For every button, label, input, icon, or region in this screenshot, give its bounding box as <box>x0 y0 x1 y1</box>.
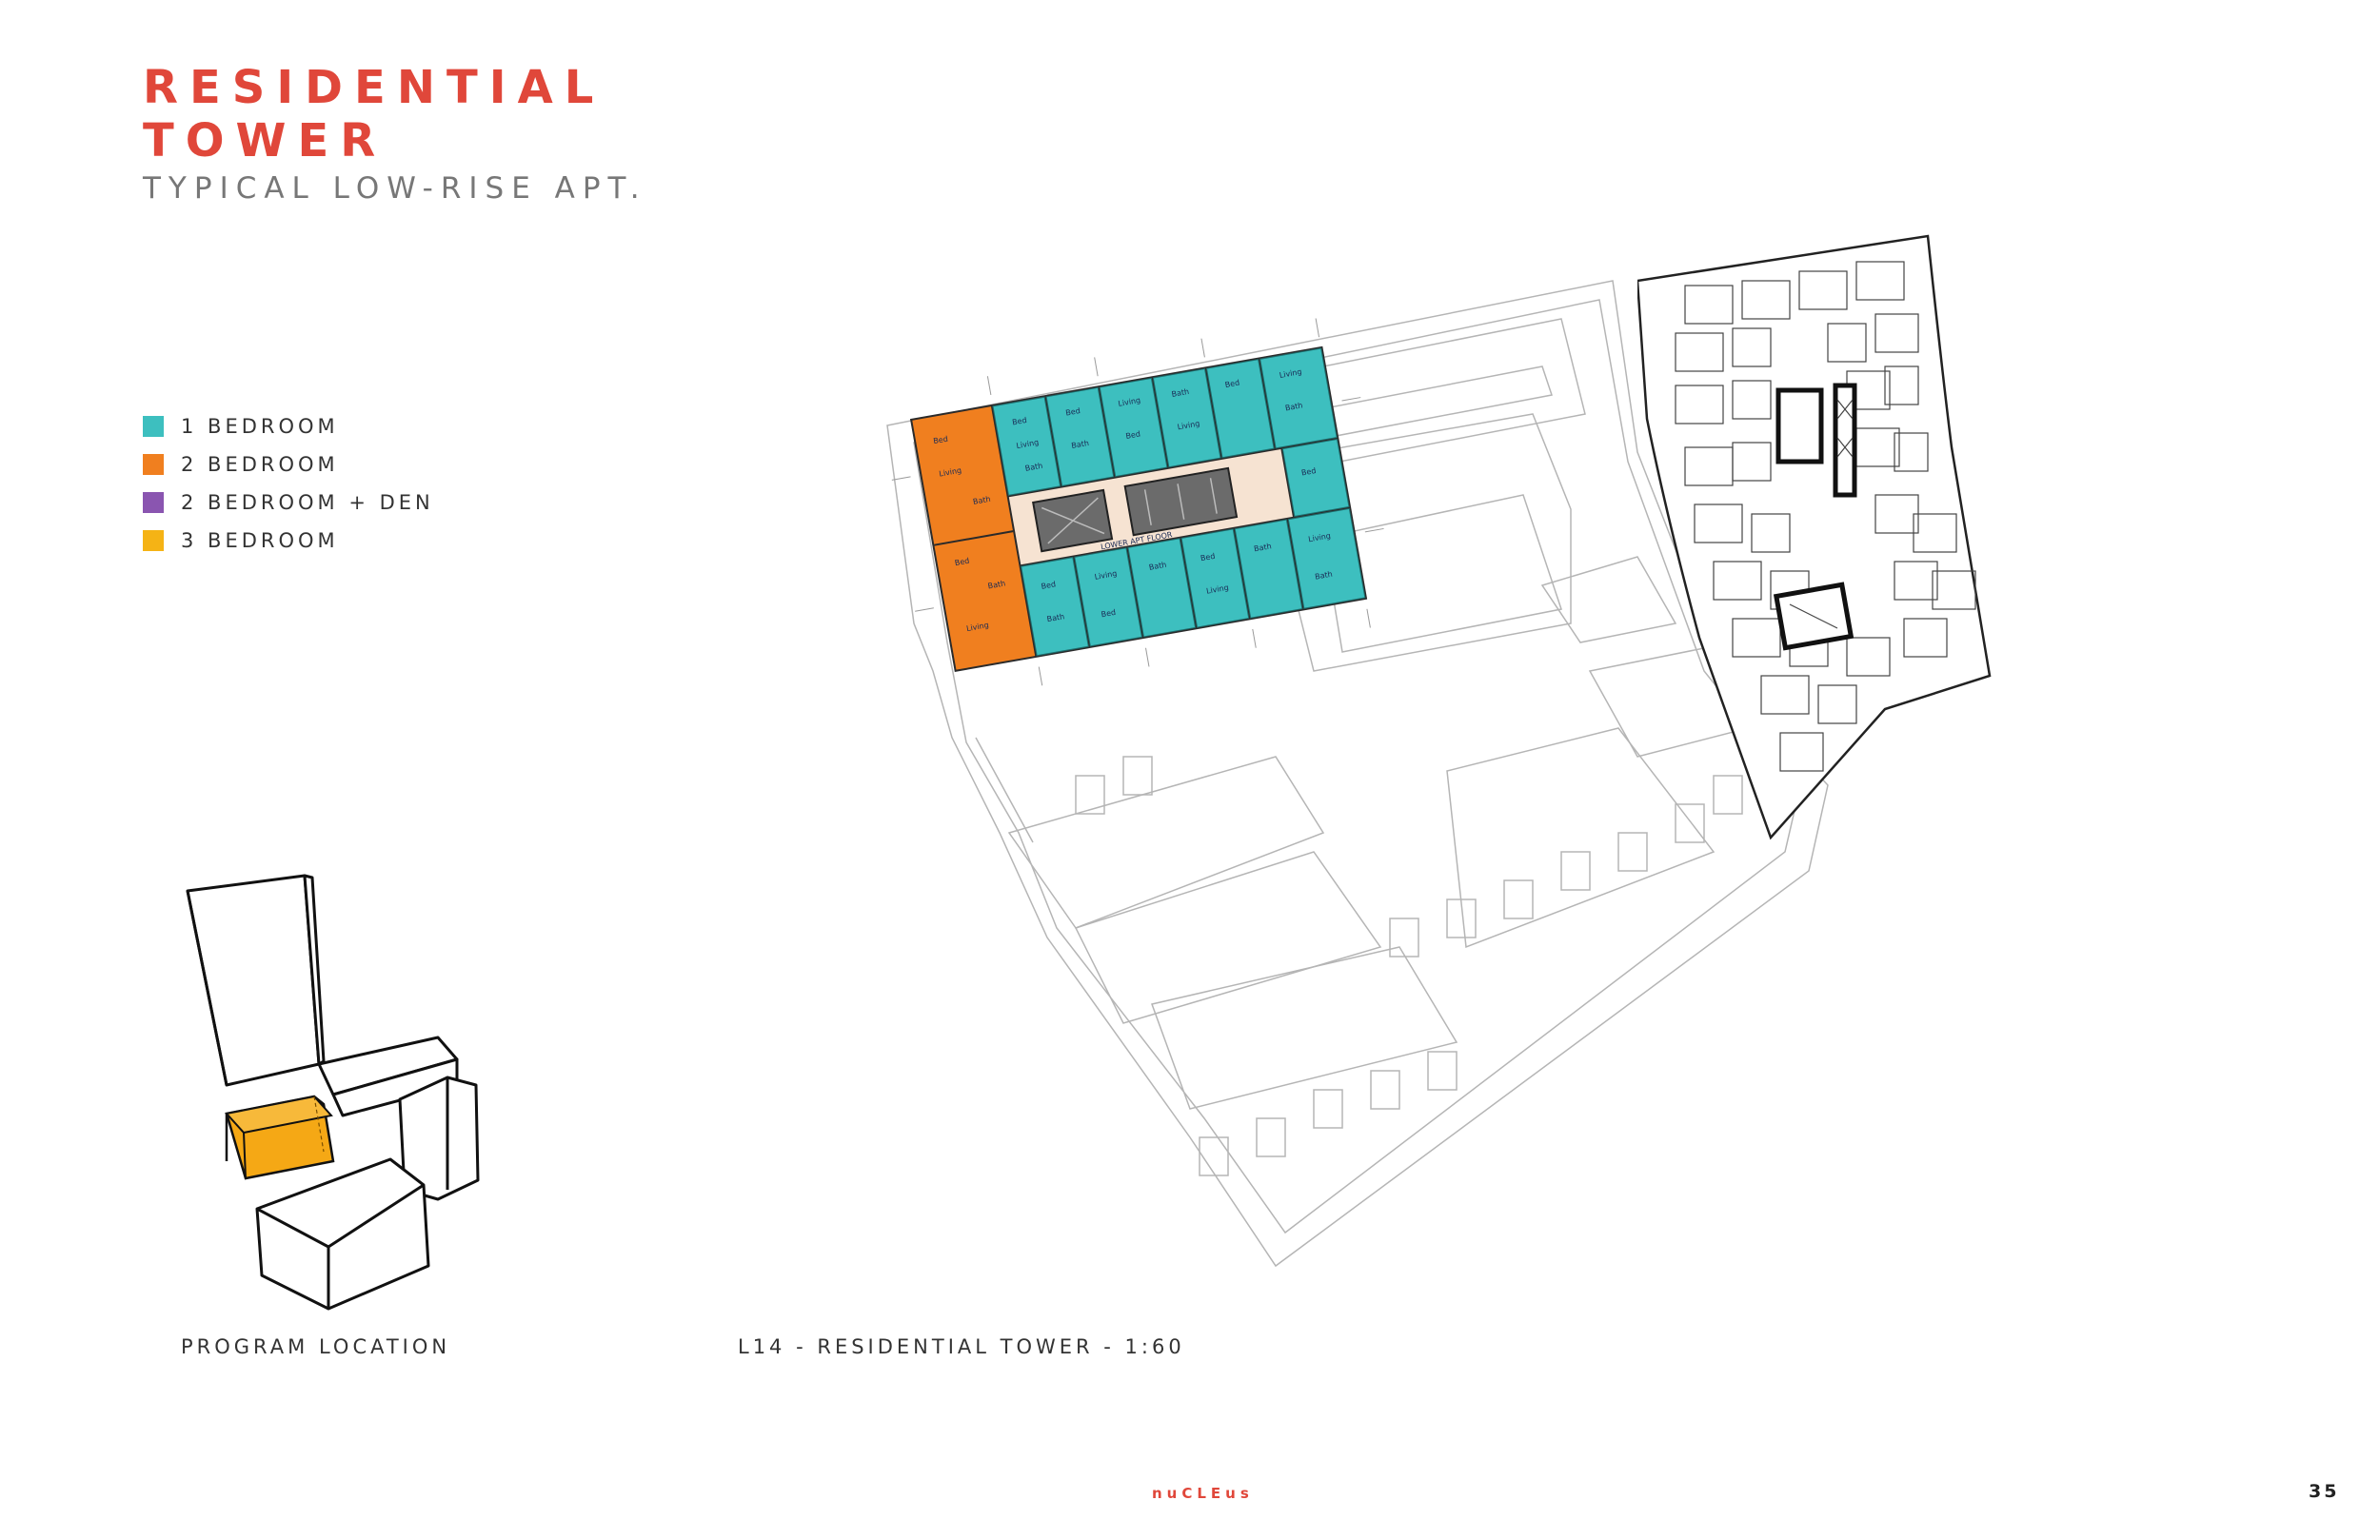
legend-label: 3 BEDROOM <box>181 529 339 552</box>
svg-text:Bath: Bath <box>1148 561 1167 572</box>
svg-text:Living: Living <box>1118 396 1141 408</box>
legend-item-1-bedroom: 1 BEDROOM <box>143 407 434 445</box>
residential-floor-plate: LOWER APT FLOOR Bed Living Bath Bed Bath… <box>891 318 1384 686</box>
legend-swatch <box>143 416 164 437</box>
svg-text:Bed: Bed <box>1065 406 1081 418</box>
svg-text:Bath: Bath <box>972 495 991 506</box>
svg-text:Bath: Bath <box>1046 612 1065 623</box>
legend-swatch <box>143 454 164 475</box>
structural-grid-ticks <box>891 318 1384 686</box>
program-location-massing-diagram <box>186 874 480 1311</box>
svg-text:Bath: Bath <box>1314 570 1333 582</box>
footer-brand: nuCLEus <box>1152 1485 1254 1502</box>
svg-text:Bath: Bath <box>1171 387 1190 399</box>
svg-text:Bed: Bed <box>1300 466 1317 478</box>
one-bedroom-south-row <box>1021 507 1366 657</box>
page-number: 35 <box>2309 1481 2340 1502</box>
page-title: RESIDENTIAL TOWER <box>143 61 605 168</box>
title-line-1: RESIDENTIAL <box>143 61 605 114</box>
svg-text:Bath: Bath <box>987 579 1006 590</box>
svg-text:Bed: Bed <box>954 557 970 568</box>
legend-swatch <box>143 530 164 551</box>
highlighted-program-volume <box>225 1095 335 1180</box>
svg-text:Living: Living <box>1094 569 1118 582</box>
site-floor-plan: LOWER APT FLOOR Bed Living Bath Bed Bath… <box>886 280 1829 1268</box>
adjacent-office-floor-plan <box>1637 234 1992 840</box>
legend-label: 1 BEDROOM <box>181 415 339 438</box>
plan-caption: L14 - RESIDENTIAL TOWER - 1:60 <box>738 1335 1185 1358</box>
svg-text:Bed: Bed <box>1011 416 1027 427</box>
svg-text:Living: Living <box>1016 438 1040 450</box>
legend-item-2-bedroom-den: 2 BEDROOM + DEN <box>143 484 434 522</box>
legend-item-2-bedroom: 2 BEDROOM <box>143 445 434 484</box>
room-labels: Bed Living Bath Bed Bath Living Bed Bath… <box>933 367 1334 633</box>
svg-text:Living: Living <box>1205 583 1229 596</box>
svg-text:Bath: Bath <box>1253 542 1272 553</box>
svg-text:Bed: Bed <box>1200 552 1216 563</box>
legend-label: 2 BEDROOM <box>181 453 339 476</box>
svg-text:Bed: Bed <box>1224 378 1240 389</box>
one-bedroom-north-row <box>992 347 1338 496</box>
legend-swatch <box>143 492 164 513</box>
svg-text:Bed: Bed <box>1041 580 1057 591</box>
program-location-caption: PROGRAM LOCATION <box>181 1335 451 1358</box>
svg-text:Bath: Bath <box>1071 439 1090 450</box>
legend-label: 2 BEDROOM + DEN <box>181 491 434 514</box>
svg-text:Living: Living <box>1177 419 1200 431</box>
svg-text:Bed: Bed <box>1125 429 1141 441</box>
svg-text:Living: Living <box>965 621 989 633</box>
svg-text:Bath: Bath <box>1284 401 1303 412</box>
svg-text:Living: Living <box>939 466 962 479</box>
svg-text:Bed: Bed <box>933 435 949 446</box>
svg-text:Bed: Bed <box>1101 608 1117 620</box>
svg-text:Living: Living <box>1279 367 1302 380</box>
title-line-2: TOWER <box>143 114 387 168</box>
page-subtitle: TYPICAL LOW-RISE APT. <box>143 171 647 206</box>
svg-text:Living: Living <box>1308 531 1332 543</box>
svg-text:Bath: Bath <box>1024 462 1043 473</box>
legend-item-3-bedroom: 3 BEDROOM <box>143 522 434 560</box>
office-core-hatching <box>1789 399 1854 629</box>
unit-type-legend: 1 BEDROOM 2 BEDROOM 2 BEDROOM + DEN 3 BE… <box>143 407 434 560</box>
